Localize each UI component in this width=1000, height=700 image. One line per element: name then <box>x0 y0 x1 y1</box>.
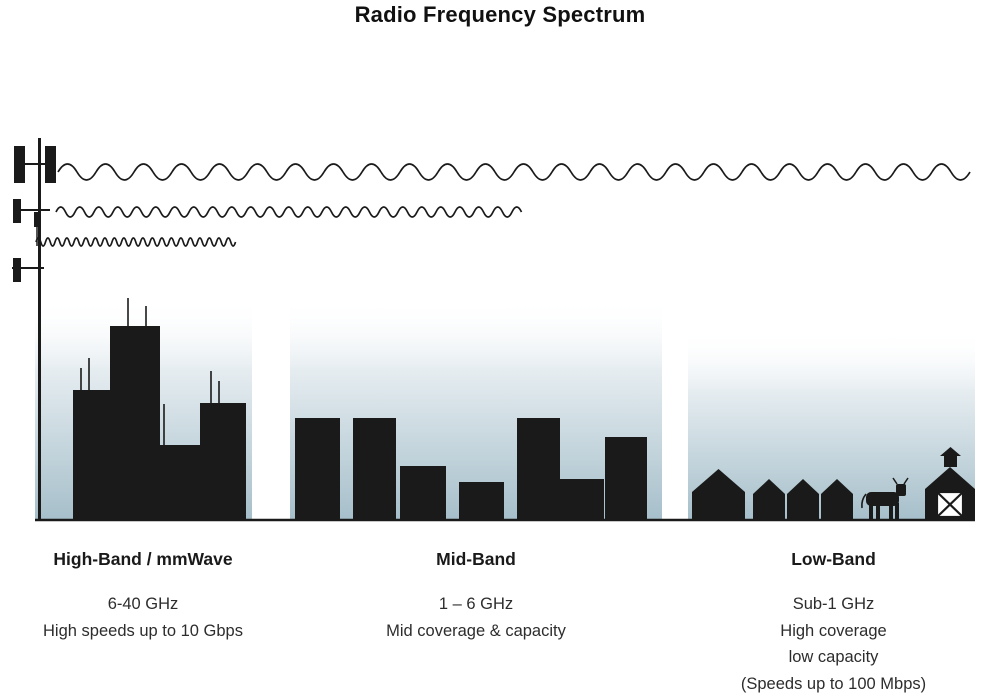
low-band-wave-icon <box>57 163 971 181</box>
radio-waves <box>35 163 971 247</box>
lowband-coverage: High coverage <box>780 621 887 640</box>
house-icon <box>787 479 819 520</box>
midband-label: Mid-Band <box>436 549 516 569</box>
highband-label: High-Band / mmWave <box>53 549 233 569</box>
page-title: Radio Frequency Spectrum <box>354 2 646 27</box>
midband-frequency: 1 – 6 GHz <box>438 595 514 613</box>
highband-city-skyline <box>73 298 246 520</box>
lowband-rural-scene <box>692 447 975 520</box>
lowband-label: Low-Band <box>791 549 876 569</box>
midband-coverage: Mid coverage & capacity <box>386 621 566 640</box>
lowband-capacity: low capacity <box>788 648 879 666</box>
highband-frequency: 6-40 GHz <box>107 595 179 613</box>
lowband-description: Sub-1 GHz High coverage low capacity (Sp… <box>688 591 979 697</box>
cow-icon <box>861 477 909 519</box>
high-band-wave-icon <box>35 237 237 247</box>
house-icon <box>821 479 853 520</box>
cell-tower-icon <box>12 138 56 520</box>
house-icon <box>753 479 785 520</box>
house-icon <box>692 469 745 520</box>
barn-icon <box>925 447 975 520</box>
highband-description: 6-40 GHz High speeds up to 10 Gbps <box>18 591 268 644</box>
midband-description: 1 – 6 GHz Mid coverage & capacity <box>290 591 662 644</box>
highband-speed: High speeds up to 10 Gbps <box>43 621 243 640</box>
lowband-speed: (Speeds up to 100 Mbps) <box>740 674 927 693</box>
mid-band-wave-icon <box>55 206 523 218</box>
diagram-canvas <box>12 138 975 522</box>
lowband-frequency: Sub-1 GHz <box>792 595 875 613</box>
midband-building-skyline <box>295 418 647 520</box>
